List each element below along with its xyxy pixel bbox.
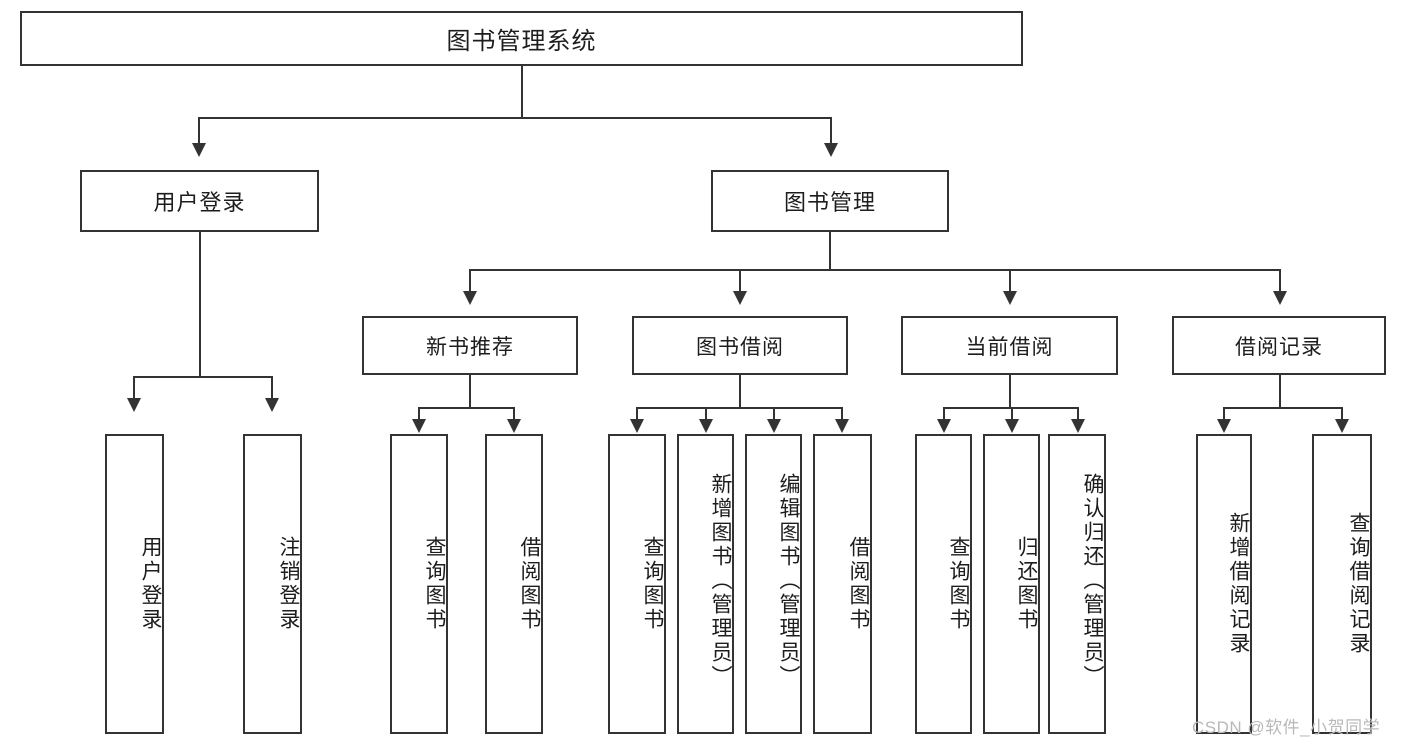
connector-book-manage-stem (829, 232, 831, 270)
node-book-manage[interactable]: 图书管理 (711, 170, 949, 232)
arrowhead-nb-query-book (412, 419, 426, 433)
arrowhead-nb-borrow-book (507, 419, 521, 433)
leaf-user-login[interactable]: 用户登录 (105, 434, 164, 734)
connector-book-borrow-stem (739, 375, 741, 408)
leaf-bb-query-book[interactable]: 查询图书 (608, 434, 666, 734)
arrowhead-current-borrow (1003, 291, 1017, 305)
csdn-watermark: CSDN @软件_小贺同学 (1192, 718, 1381, 737)
connector-level3-bus (469, 269, 1280, 271)
connector-bb-l2 (705, 407, 707, 420)
node-book-borrow[interactable]: 图书借阅 (632, 316, 848, 375)
connector-user-login-bus (133, 376, 272, 378)
connector-current-borrow-bus (943, 407, 1077, 409)
arrowhead-new-book (463, 291, 477, 305)
leaf-cb-return-book[interactable]: 归还图书 (983, 434, 1040, 734)
leaf-cb-confirm-return[interactable]: 确认归还（管理员） (1048, 434, 1106, 734)
arrowhead-cb-return-book (1005, 419, 1019, 433)
connector-root-to-user-login (198, 117, 200, 144)
arrowhead-br-query-record (1335, 419, 1349, 433)
connector-user-login-left (133, 376, 135, 399)
leaf-nb-borrow-book[interactable]: 借阅图书 (485, 434, 543, 734)
connector-cb-l3 (1077, 407, 1079, 420)
connector-user-login-stem (199, 232, 201, 377)
connector-to-book-borrow (739, 269, 741, 292)
connector-br-l2 (1341, 407, 1343, 420)
connector-bb-l3 (773, 407, 775, 420)
connector-to-borrow-record (1279, 269, 1281, 292)
connector-cb-l2 (1011, 407, 1013, 420)
connector-new-book-l2 (513, 407, 515, 420)
connector-bb-l4 (841, 407, 843, 420)
connector-br-l1 (1223, 407, 1225, 420)
connector-root-stem (521, 66, 523, 118)
leaf-bb-add-book[interactable]: 新增图书（管理员） (677, 434, 734, 734)
leaf-br-query-record[interactable]: 查询借阅记录 (1312, 434, 1372, 734)
arrowhead-bb-add-book (699, 419, 713, 433)
connector-to-current-borrow (1009, 269, 1011, 292)
arrowhead-leaf-logout (265, 398, 279, 412)
connector-new-book-stem (469, 375, 471, 408)
arrowhead-borrow-record (1273, 291, 1287, 305)
leaf-br-add-record[interactable]: 新增借阅记录 (1196, 434, 1252, 734)
node-current-borrow[interactable]: 当前借阅 (901, 316, 1118, 375)
arrowhead-bb-borrow-book (835, 419, 849, 433)
node-root-system[interactable]: 图书管理系统 (20, 11, 1023, 66)
leaf-bb-edit-book[interactable]: 编辑图书（管理员） (745, 434, 802, 734)
connector-book-borrow-bus (636, 407, 843, 409)
leaf-logout[interactable]: 注销登录 (243, 434, 302, 734)
leaf-nb-query-book[interactable]: 查询图书 (390, 434, 448, 734)
arrowhead-book-manage (824, 143, 838, 157)
node-new-book-recommend[interactable]: 新书推荐 (362, 316, 578, 375)
arrowhead-user-login (192, 143, 206, 157)
connector-new-book-l1 (418, 407, 420, 420)
connector-root-to-book-manage (830, 117, 832, 144)
connector-current-borrow-stem (1009, 375, 1011, 408)
arrowhead-cb-confirm-return (1071, 419, 1085, 433)
connector-borrow-record-stem (1279, 375, 1281, 408)
leaf-cb-query-book[interactable]: 查询图书 (915, 434, 972, 734)
arrowhead-cb-query-book (937, 419, 951, 433)
connector-new-book-bus (418, 407, 515, 409)
arrowhead-bb-edit-book (767, 419, 781, 433)
connector-borrow-record-bus (1223, 407, 1342, 409)
arrowhead-leaf-user-login (127, 398, 141, 412)
connector-bb-l1 (636, 407, 638, 420)
connector-root-bus (198, 117, 832, 119)
arrowhead-book-borrow (733, 291, 747, 305)
node-borrow-record[interactable]: 借阅记录 (1172, 316, 1386, 375)
arrowhead-bb-query-book (630, 419, 644, 433)
connector-user-login-right (271, 376, 273, 399)
leaf-bb-borrow-book[interactable]: 借阅图书 (813, 434, 872, 734)
node-user-login[interactable]: 用户登录 (80, 170, 319, 232)
connector-cb-l1 (943, 407, 945, 420)
connector-to-new-book (469, 269, 471, 292)
arrowhead-br-add-record (1217, 419, 1231, 433)
